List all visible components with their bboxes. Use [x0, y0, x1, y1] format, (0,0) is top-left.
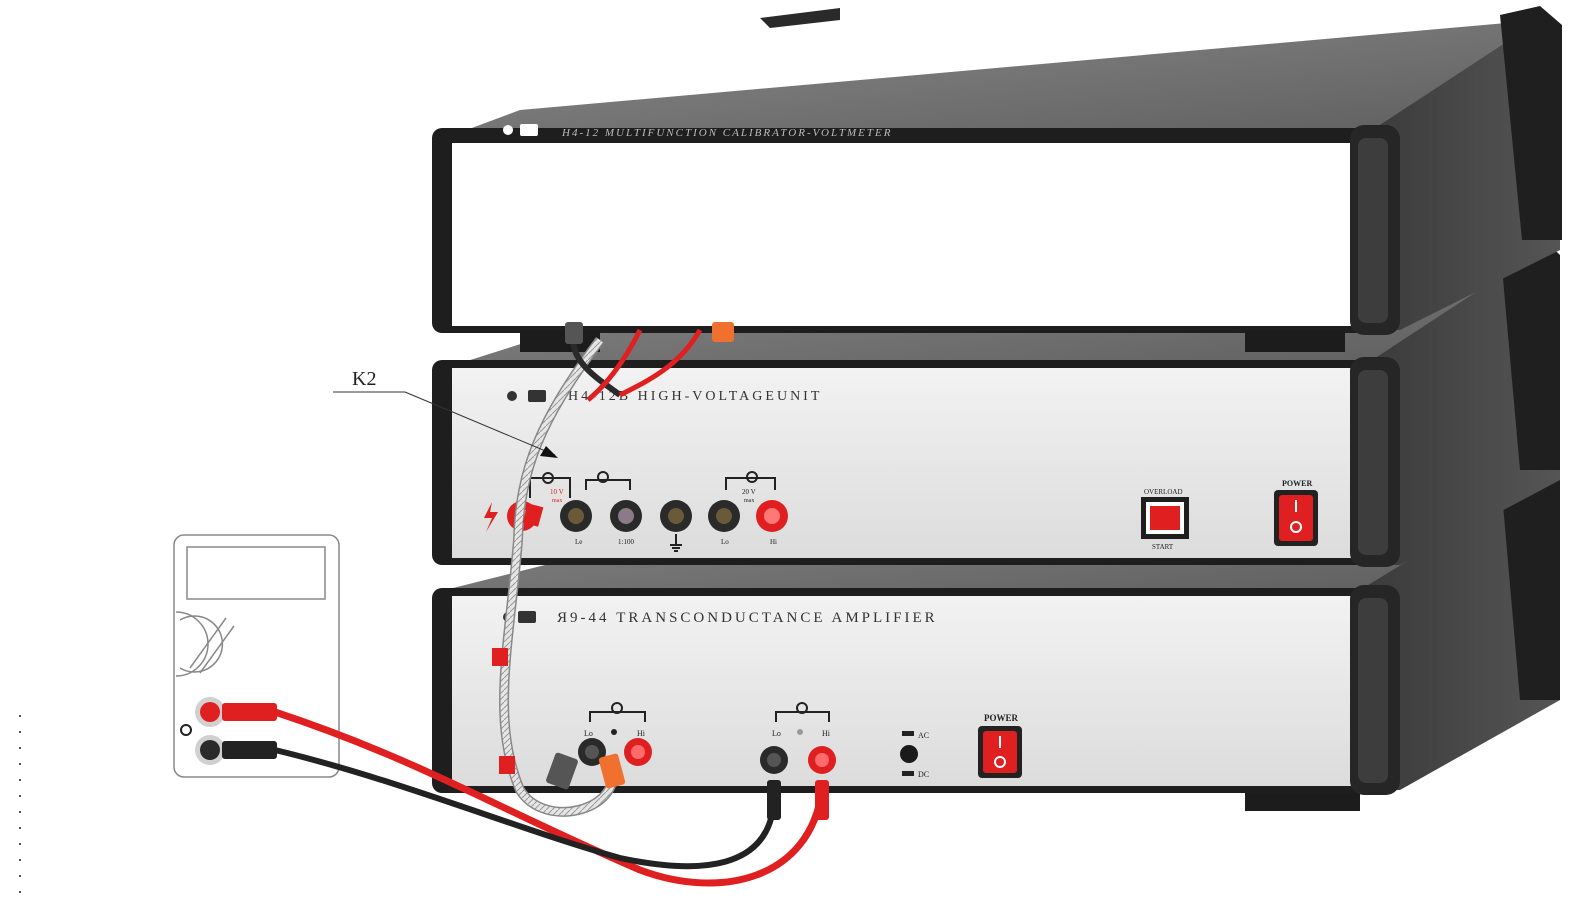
label-hv-max: 10 V: [550, 488, 564, 496]
cables: [273, 322, 829, 887]
start-label: START: [1152, 543, 1174, 551]
ground-icon: [597, 471, 609, 483]
label-20v: 20 V: [742, 488, 756, 496]
front-panel: [452, 143, 1355, 326]
label-lo: Lo: [721, 538, 729, 546]
ground-icon: [746, 471, 758, 483]
terminal-ground[interactable]: [660, 500, 692, 532]
terminal-hi[interactable]: [756, 500, 788, 532]
label-hi: Hi: [822, 729, 831, 738]
display: [186, 546, 326, 600]
label-ac: AC: [918, 731, 929, 740]
terminal-hi[interactable]: [808, 746, 836, 774]
unit-title: Я9-44 TRANSCONDUCTANCE AMPLIFIER: [557, 610, 938, 626]
power-switch[interactable]: [978, 726, 1022, 778]
foot: [1245, 330, 1345, 352]
terminal-hi[interactable]: [624, 738, 652, 766]
terminal-ratio[interactable]: [610, 500, 642, 532]
label-lo: Lo: [584, 729, 593, 738]
multimeter-terminal-red[interactable]: [195, 697, 225, 727]
ground-icon: [542, 472, 554, 484]
logo-icon: [507, 391, 517, 401]
red-lead[interactable]: [273, 708, 826, 887]
label-le: Le: [575, 538, 582, 546]
terminal-lo[interactable]: [708, 500, 740, 532]
label-ratio: 1:100: [618, 538, 634, 546]
ac-dc-switch[interactable]: [900, 745, 918, 763]
ground-icon: [796, 702, 808, 714]
unit-title: H4-12 MULTIFUNCTION CALIBRATOR-VOLTMETER: [561, 127, 892, 139]
multimeter: [173, 534, 340, 778]
label-hv-max-sub: max: [552, 498, 562, 504]
callout-k2: K2: [333, 368, 558, 458]
ground-symbol-icon: [670, 534, 682, 552]
power-switch[interactable]: [1274, 490, 1318, 546]
black-lead[interactable]: [274, 747, 777, 870]
calibrator-voltmeter-unit: H4-12 MULTIFUNCTION CALIBRATOR-VOLTMETER: [432, 6, 1562, 352]
front-panel: [452, 368, 1352, 558]
overload-label: OVERLOAD: [1144, 488, 1183, 496]
high-voltage-icon: [484, 502, 498, 532]
logo-icon: [503, 125, 513, 135]
ground-icon: [180, 724, 192, 736]
label-20v-sub: max: [744, 498, 754, 504]
ground-icon: [611, 702, 623, 714]
start-button[interactable]: [1141, 497, 1189, 539]
label-lo: Lo: [772, 729, 781, 738]
power-label: POWER: [984, 713, 1019, 723]
multimeter-terminal-black[interactable]: [195, 735, 225, 765]
label-hi: Hi: [770, 538, 777, 546]
callout-label: K2: [352, 368, 376, 390]
terminal-lo[interactable]: [578, 738, 606, 766]
label-dc: DC: [918, 770, 929, 779]
power-label: POWER: [1282, 479, 1312, 488]
terminal-lo[interactable]: [760, 746, 788, 774]
unit-title: H4-12B HIGH-VOLTAGEUNIT: [568, 389, 822, 404]
label-hi: Hi: [637, 729, 646, 738]
terminal-le[interactable]: [560, 500, 592, 532]
